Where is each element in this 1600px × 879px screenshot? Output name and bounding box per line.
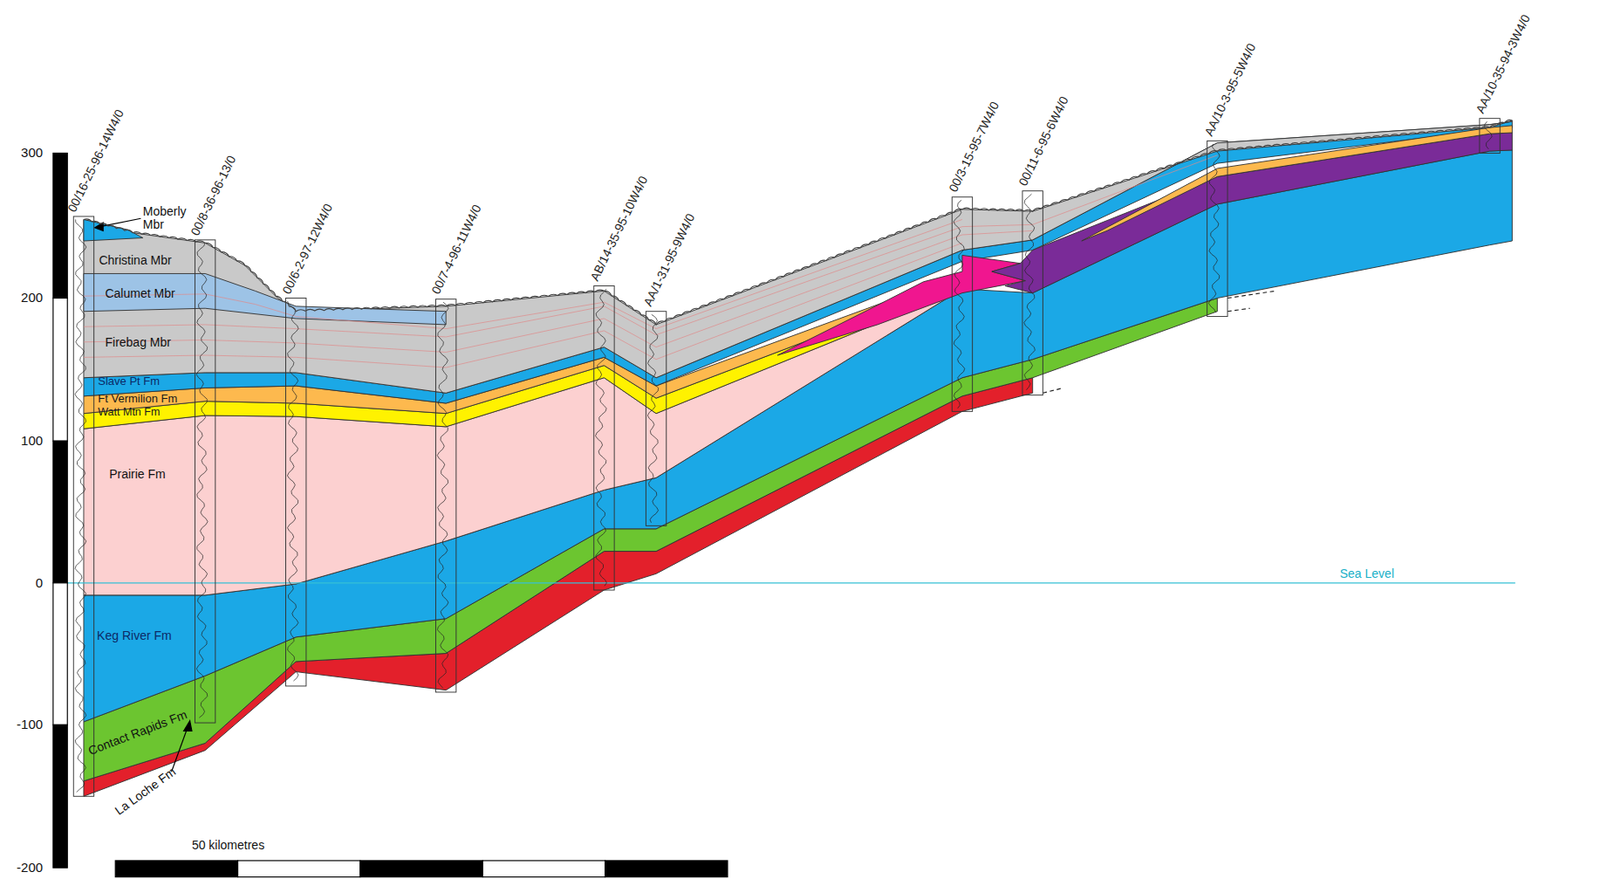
log-curve — [1208, 143, 1220, 313]
well-box — [194, 239, 215, 723]
unit-label: 50 kilometres — [191, 838, 265, 852]
unit-label: Prairie Fm — [109, 467, 166, 481]
axis-value: 0 — [35, 575, 43, 591]
well-box — [951, 197, 972, 412]
log-curve — [437, 301, 449, 688]
log-curve — [953, 199, 965, 409]
axis-value: 100 — [20, 433, 43, 449]
well-name: 00/8-36-96-13/0 — [189, 153, 240, 238]
axis-value: -100 — [16, 717, 43, 732]
well-box — [1022, 191, 1043, 396]
well-name: 00/3-15-95-7W4/0 — [947, 99, 1003, 194]
well-name: AB/14-35-95-10W4/0 — [588, 173, 650, 283]
dashed-extension — [1042, 290, 1276, 393]
well-box — [645, 311, 666, 527]
well-name: 00/16-25-96-14W4/0 — [65, 107, 127, 214]
well-box — [286, 298, 307, 686]
unit-label: Moberly Mbr — [143, 205, 194, 233]
log-curve — [287, 300, 299, 681]
unit-label: Calumet Mbr — [104, 287, 175, 301]
well-box — [73, 216, 94, 796]
leader-arrows — [95, 218, 192, 772]
well-name: AA/10-3-95-5W4/0 — [1202, 41, 1259, 138]
sea-level-line — [67, 581, 1516, 583]
axis-value: 200 — [20, 290, 43, 306]
log-curve — [1484, 121, 1492, 150]
axis-value: 300 — [20, 145, 43, 161]
calumet-band — [83, 273, 446, 324]
well-name: 00/6-2-97-12W4/0 — [280, 201, 336, 296]
well-box — [435, 299, 456, 692]
log-curve — [647, 314, 658, 523]
unit-label: Sea Level — [1340, 567, 1395, 581]
moberly-band — [83, 218, 144, 241]
unit-label: Ft Vermilion Fm — [97, 392, 178, 405]
unit-label: Slave Pt Fm — [97, 375, 160, 388]
mcmurray-band — [83, 120, 1512, 393]
well-box — [1207, 140, 1228, 316]
log-curve — [196, 242, 208, 718]
axis-value: -200 — [16, 860, 43, 876]
well-name: 00/7-4-96-11W4/0 — [430, 202, 486, 296]
unit-label: Watt Mtn Fm — [97, 406, 160, 419]
well-name: AA/1-31-95-9W4/0 — [641, 211, 698, 308]
unit-label: Keg River Fm — [96, 629, 172, 643]
unit-label: Firebag Mbr — [104, 335, 171, 349]
log-curve — [1024, 193, 1036, 390]
erosion-surface — [83, 119, 1512, 325]
log-curve — [75, 218, 87, 792]
unit-label: Christina Mbr — [98, 253, 171, 267]
well-name: AA/10-35-94-3W4/0 — [1473, 12, 1533, 116]
well-logs — [73, 118, 1500, 797]
keg-river-band — [83, 150, 1512, 722]
well-box — [1479, 118, 1500, 154]
well-name: 00/11-6-95-6W4/0 — [1016, 94, 1072, 188]
scale-bar — [115, 860, 728, 877]
log-curve — [595, 288, 608, 586]
correlation-lines — [83, 155, 1218, 368]
elevation-bar — [53, 152, 68, 868]
well-box — [594, 285, 615, 590]
